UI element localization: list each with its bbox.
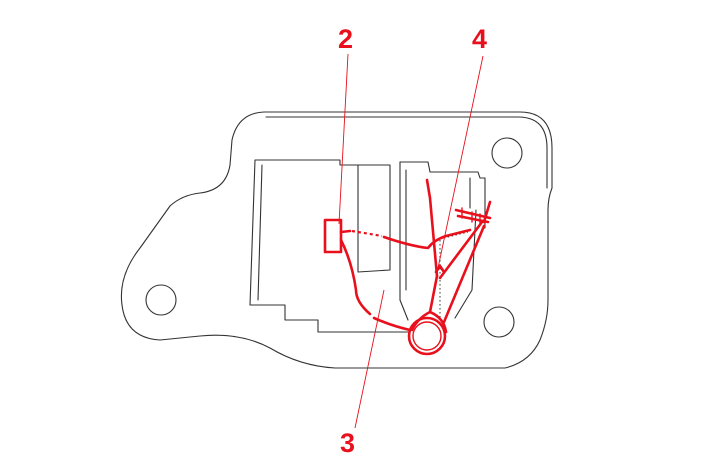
callout-4: 4	[472, 24, 487, 54]
mounting-hole-left	[145, 284, 177, 316]
housing-outline	[120, 111, 553, 369]
mounting-hole-bottom-right	[483, 306, 515, 338]
leader-lines	[338, 53, 484, 429]
connector	[323, 218, 343, 254]
pulley	[407, 316, 447, 356]
wire-harness	[323, 178, 492, 356]
pulley-inner	[412, 321, 442, 351]
inner-pocket	[249, 159, 486, 333]
callout-2: 2	[338, 24, 353, 54]
callout-3: 3	[340, 428, 355, 458]
mounting-hole-top-right	[491, 137, 523, 169]
